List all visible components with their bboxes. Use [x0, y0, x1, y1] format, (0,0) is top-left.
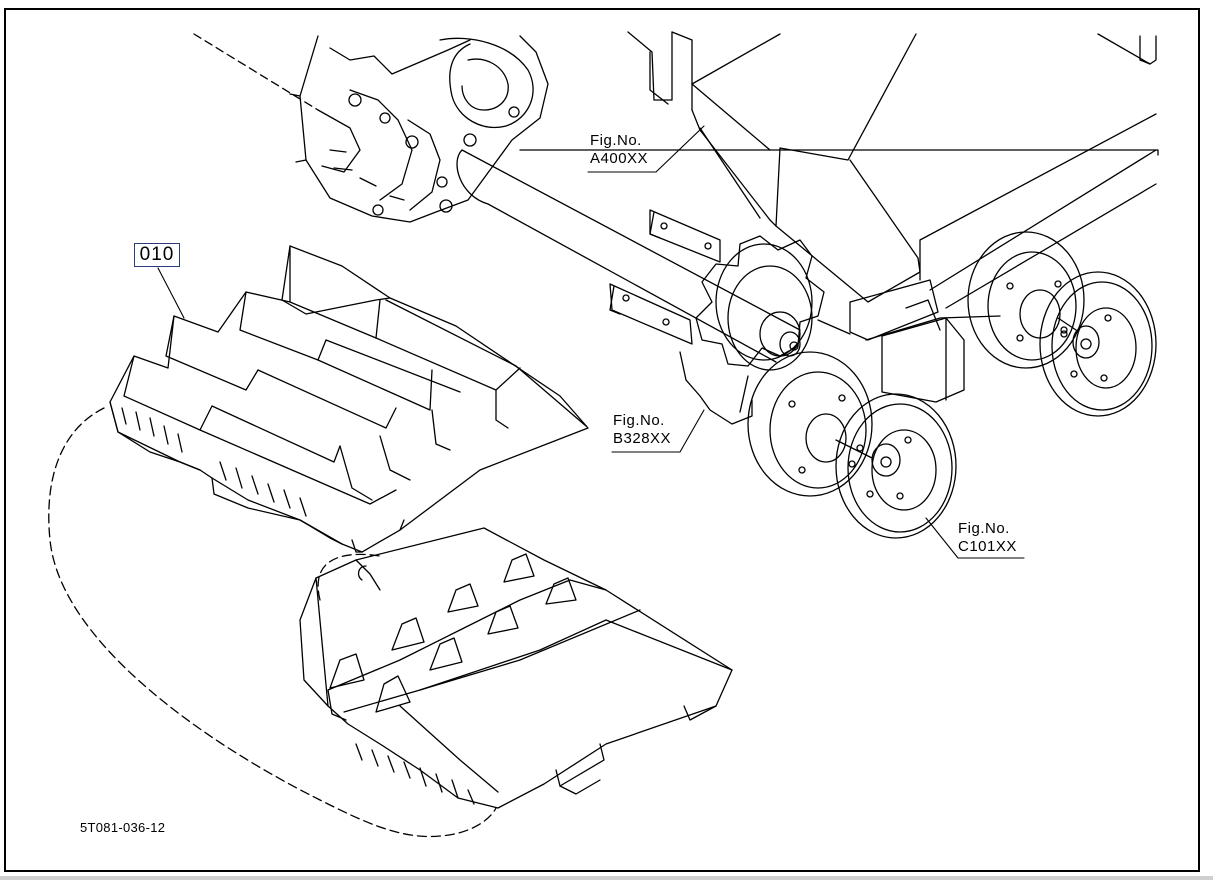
- ref-c101-line2: C101XX: [958, 538, 1017, 555]
- ref-c101-line1: Fig.No.: [958, 520, 1010, 537]
- ref-a400-line2: A400XX: [590, 150, 649, 167]
- ref-label-b328[interactable]: Fig.No. B328XX: [613, 412, 671, 448]
- ref-label-c101[interactable]: Fig.No. C101XX: [958, 520, 1017, 556]
- drive-sprocket: [679, 235, 825, 425]
- rubber-track-upper: [48, 245, 589, 838]
- drive-shaft: [456, 149, 1159, 363]
- drawing-code: 5T081-036-12: [80, 820, 166, 835]
- ref-a400-line1: Fig.No.: [590, 132, 642, 149]
- rubber-track-lower: [299, 527, 733, 809]
- ref-b328-line2: B328XX: [613, 430, 672, 447]
- drawing-frame: [4, 8, 1200, 872]
- front-rollers: [747, 351, 957, 539]
- leader-lines: [157, 125, 1025, 559]
- ref-b328-line1: Fig.No.: [613, 412, 665, 429]
- bottom-rule: [0, 876, 1213, 880]
- rear-rollers: [967, 231, 1157, 417]
- track-frame: [627, 31, 1157, 403]
- gearbox-housing: [193, 33, 549, 223]
- ref-label-a400[interactable]: Fig.No. A400XX: [590, 132, 648, 168]
- part-number-callout[interactable]: 010: [134, 243, 180, 267]
- sprocket-brackets: [609, 209, 721, 345]
